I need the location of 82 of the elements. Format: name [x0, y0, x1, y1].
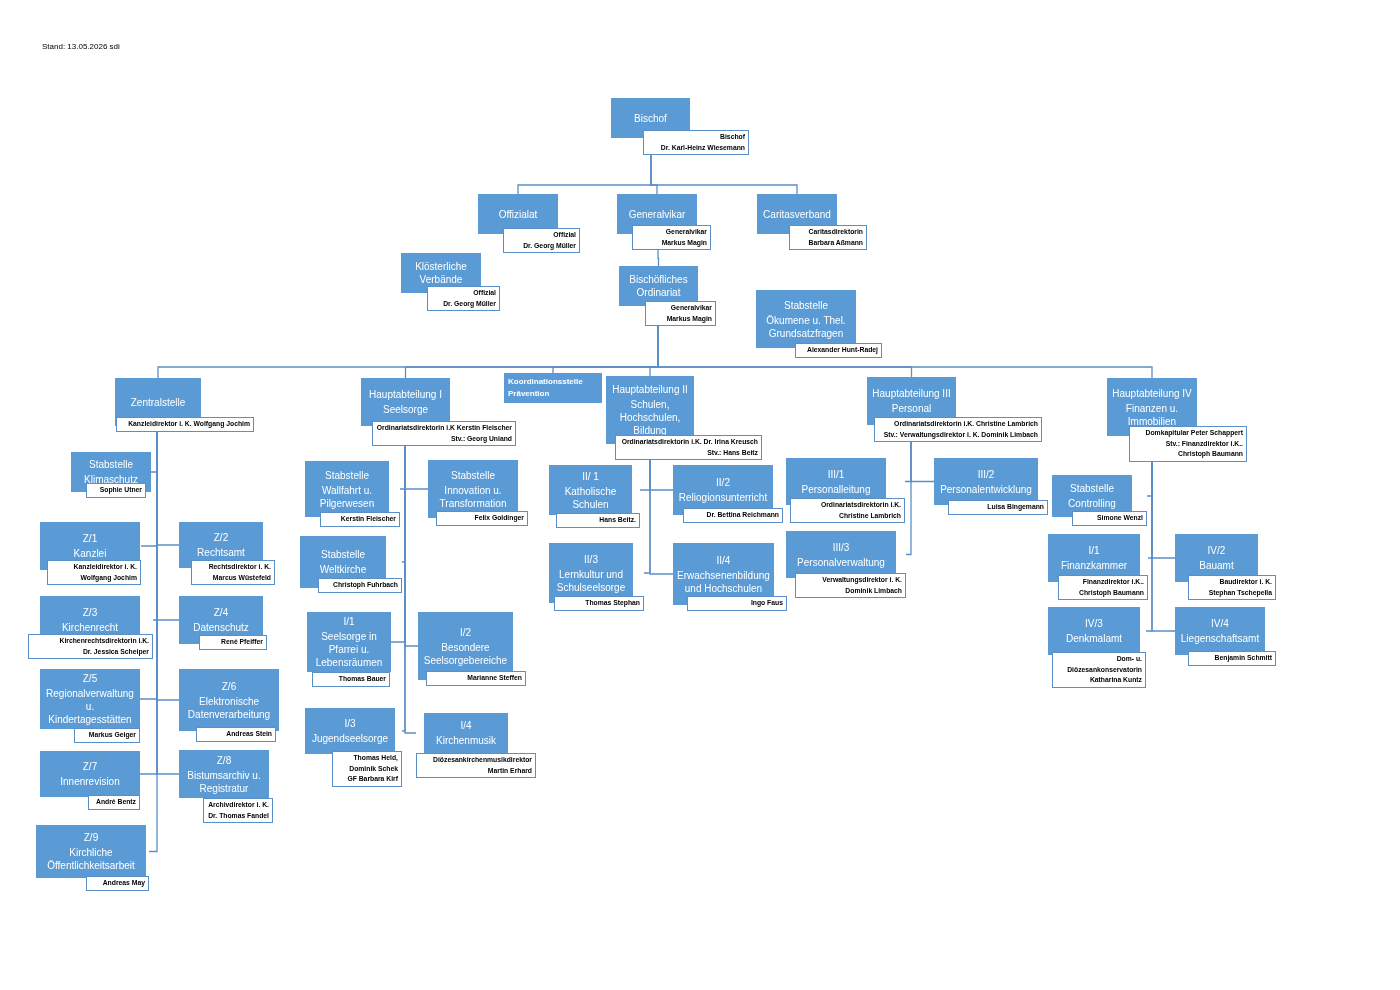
department-title: Rechtsamt	[197, 546, 245, 559]
department-title: Klösterliche Verbände	[414, 260, 468, 286]
department-title: Katholische Schulen	[563, 484, 618, 511]
department-title: Zentralstelle	[130, 395, 186, 409]
department-title: Jugendseelsorge	[311, 732, 389, 745]
connector-line	[905, 441, 912, 556]
department-title: Elektronische Datenverarbeitung	[186, 694, 272, 721]
department-title: Z/2	[213, 531, 229, 544]
department-title: Stabstelle	[451, 468, 495, 482]
department-title: Stabstelle	[325, 468, 369, 482]
department-title: Finanzen u. Immobilien	[1124, 401, 1180, 428]
department-title: Seelsorge	[383, 403, 428, 416]
department-title: Bauamt	[1199, 559, 1234, 572]
department-title: Ökumene u. Thel. Grundsatzfragen	[765, 313, 847, 340]
department-title: Datenschutz	[193, 621, 249, 634]
department-title: Seelsorge in Pfarrei u. Lebensräumen	[314, 630, 384, 669]
department-title: Bischof	[634, 111, 667, 125]
connector-line	[1151, 460, 1176, 632]
department-title: IV/3	[1085, 617, 1103, 630]
department-title: IV/2	[1207, 544, 1226, 557]
department-title: Caritasverband	[763, 207, 831, 221]
date-note: Stand: 13.05.2026 sdi	[42, 42, 120, 51]
department-title: I/2	[459, 625, 472, 639]
department-title: Kirchliche Öffentlichkeitsarbeit	[46, 846, 136, 872]
department-title: Stabstelle	[1070, 482, 1114, 495]
department-title: I/3	[344, 717, 356, 730]
department-title: Z/1	[82, 532, 98, 545]
department-title: Hauptabteilung IV	[1112, 386, 1192, 400]
department-title: Controlling	[1068, 497, 1116, 510]
department-title: Hauptabteilung III	[872, 387, 951, 400]
department-title: II/4	[716, 553, 731, 567]
department-title: Personalleitung	[801, 482, 871, 496]
department-title: Hauptabteilung I	[369, 388, 442, 401]
department-title: Kirchenmusik	[436, 734, 496, 747]
department-title: Lernkultur und Schulseelsorge	[555, 567, 627, 594]
department-title: Erwachsenenbildung und Hochschulen	[677, 568, 770, 595]
department-title: Stabstelle	[89, 458, 133, 471]
department-title: Weltkirche	[319, 563, 367, 576]
department-title: Innenrevision	[60, 775, 120, 788]
department-title: III/3	[832, 540, 850, 554]
department-title: I/1	[343, 615, 355, 628]
department-title: Regionalverwaltung u. Kindertagesstätten	[45, 687, 135, 726]
department-title: Z/8	[216, 753, 232, 767]
department-title: Stabstelle	[321, 548, 365, 561]
department-title: IV/4	[1211, 617, 1229, 630]
connector-line	[650, 154, 798, 195]
department-title: II/2	[716, 476, 730, 489]
department-title: II/ 1	[582, 469, 599, 483]
department-title: Innovation u. Transformation	[438, 483, 508, 510]
department-title: Wallfahrt u. Pilgerwesen	[318, 483, 376, 510]
department-title: I/1	[1088, 544, 1100, 557]
department-title: Kirchenrecht	[61, 621, 119, 634]
department-title: Reliogionsunterricht	[678, 491, 768, 504]
department-title: Koordinationsstelle Prävention	[508, 376, 584, 400]
department-title: Z/6	[221, 679, 237, 693]
department-title: Z/3	[82, 606, 98, 619]
department-title: Offizialat	[498, 207, 538, 221]
department-title: Z/7	[82, 760, 98, 773]
department-title: Liegenschaftsamt	[1180, 632, 1260, 645]
connector-line	[649, 459, 674, 575]
department-title: Denkmalamt	[1065, 632, 1123, 645]
department-title: Finanzkammer	[1060, 559, 1128, 572]
department-title: I/4	[460, 719, 472, 732]
department-title: Besondere Seelsorgebereiche	[422, 640, 509, 667]
department-title: III/1	[827, 467, 845, 481]
connector-line	[657, 249, 660, 267]
department-title: Kanzlei	[73, 547, 107, 560]
department-title: Klimaschutz	[84, 473, 138, 486]
department-title: Bischöfliches Ordinariat	[628, 273, 689, 299]
department-title: Hauptabteilung II	[612, 383, 688, 396]
department-title: Personal	[891, 402, 932, 415]
department-title: Stabstelle	[784, 298, 828, 312]
department-title: Z/9	[83, 831, 99, 844]
department-title: Generalvikar	[628, 207, 686, 221]
department-title: II/3	[584, 552, 598, 566]
department-title: Personalentwicklung	[940, 482, 1032, 496]
department-title: Personalverwaltung	[797, 555, 885, 569]
department-title: Bistumsarchiv u. Registratur	[186, 768, 262, 795]
department-title: Z/5	[82, 672, 98, 685]
department-title: III/2	[977, 467, 995, 481]
department-title: Z/4	[213, 606, 229, 619]
department-title: Schulen, Hochschulen, Bildung	[618, 398, 682, 437]
